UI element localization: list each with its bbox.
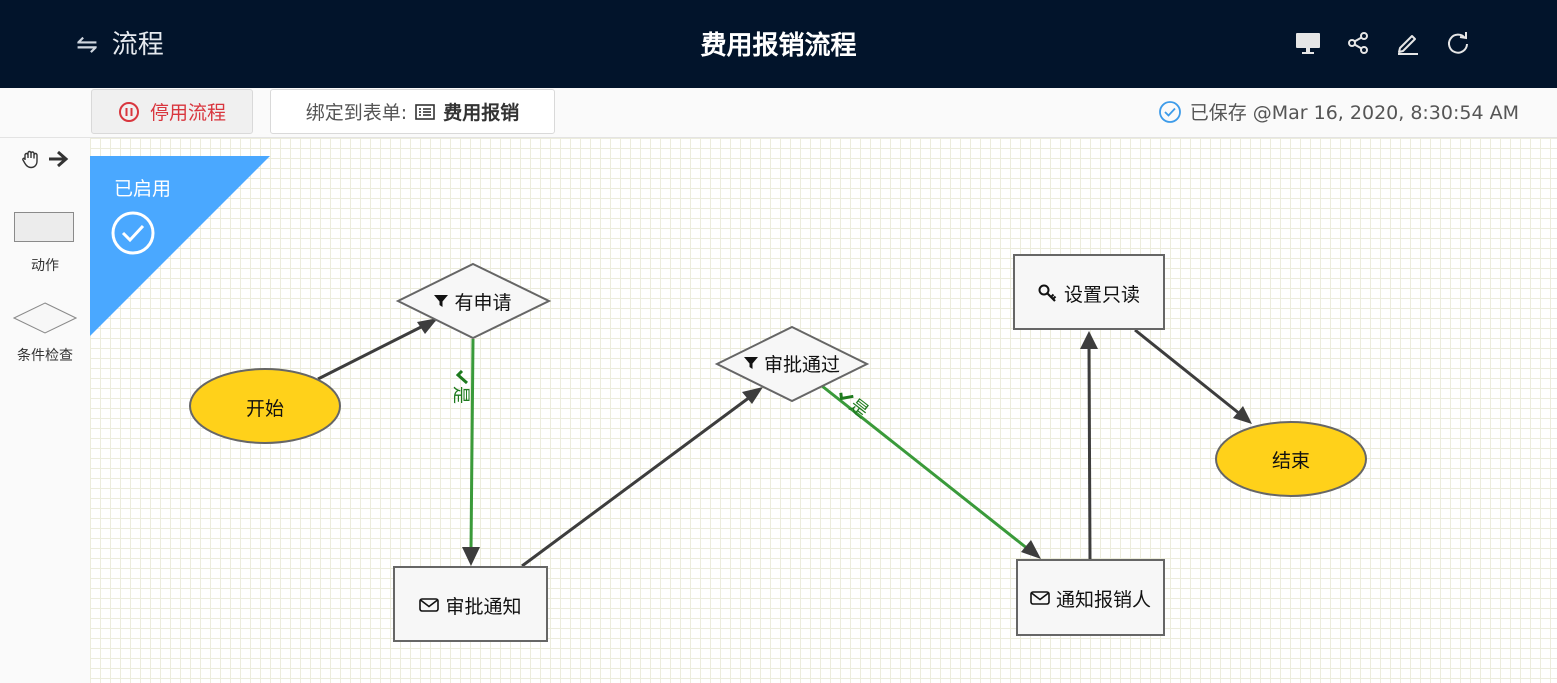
check-icon [839, 392, 854, 401]
node-approval-notice-label: 审批通知 [394, 592, 547, 618]
desktop-icon[interactable] [1295, 30, 1321, 56]
back-arrows-icon: ⇋ [76, 30, 98, 60]
node-has-request[interactable] [395, 262, 552, 340]
node-end[interactable] [1215, 421, 1367, 497]
node-approved-label: 审批通过 [727, 350, 857, 376]
mail-icon [1030, 591, 1050, 605]
approved-text: 审批通过 [763, 353, 840, 376]
edge-approved-to-notify-claimant[interactable] [821, 384, 1029, 551]
edit-icon[interactable] [1395, 30, 1421, 56]
node-approved[interactable] [714, 325, 870, 403]
node-has-request-label: 有申请 [410, 288, 536, 314]
node-start-label: 开始 [215, 394, 315, 420]
approval-notice-text: 审批通知 [445, 595, 522, 618]
condition-shape[interactable] [13, 302, 77, 334]
edge-approval-notice-to-approved[interactable] [521, 395, 751, 568]
back-label: 流程 [111, 30, 164, 60]
save-status-text: 已保存 @Mar 16, 2020, 8:30:54 AM [1189, 102, 1519, 124]
condition-shape-label: 条件检查 [17, 348, 73, 364]
header-actions [1295, 30, 1471, 56]
palette-tools [20, 148, 70, 170]
refresh-icon[interactable] [1445, 30, 1471, 56]
filter-icon [434, 295, 449, 307]
edge-label-yes-1: 是 [449, 370, 475, 404]
mail-icon [419, 598, 440, 612]
node-start[interactable] [189, 368, 341, 444]
check-icon [456, 370, 468, 384]
pause-circle-icon [118, 101, 139, 122]
node-approval-notice[interactable] [393, 566, 548, 642]
share-icon[interactable] [1345, 30, 1371, 56]
edge-label-yes-2: 是 [832, 382, 875, 423]
node-set-readonly-label: 设置只读 [1014, 280, 1164, 306]
node-notify-claimant-label: 通知报销人 [1017, 585, 1164, 611]
form-list-icon [415, 103, 435, 120]
check-circle-icon [1158, 100, 1181, 123]
flow-graph [189, 254, 1367, 642]
bind-form-label: 绑定到表单: [305, 102, 408, 124]
flow-toolbar: 停用流程 绑定到表单: 费用报销 已保存 @Mar 16, 2020, 8:30… [0, 88, 1557, 138]
action-shape-label: 动作 [31, 258, 59, 274]
shape-palette: 动作 条件检查 [0, 138, 90, 683]
edge-notify-claimant-to-set-readonly[interactable] [1087, 347, 1092, 561]
disable-flow-label: 停用流程 [149, 102, 226, 124]
key-icon [1038, 284, 1057, 302]
flow-canvas[interactable]: 已启用 开始 [90, 138, 1557, 683]
node-end-label: 结束 [1241, 446, 1341, 472]
hand-tool-icon[interactable] [20, 148, 42, 170]
bound-form-name: 费用报销 [443, 102, 520, 124]
notify-claimant-text: 通知报销人 [1055, 588, 1151, 611]
bind-form-selector[interactable]: 绑定到表单: 费用报销 [270, 89, 555, 134]
disable-flow-button[interactable]: 停用流程 [91, 89, 253, 134]
app-header: ⇋ 流程 费用报销流程 [0, 0, 1557, 88]
edge-has-request-to-approval-notice[interactable] [469, 338, 475, 551]
has-request-text: 有申请 [454, 291, 512, 314]
yes-label-text: 是 [450, 386, 471, 404]
action-shape[interactable] [14, 212, 74, 242]
filter-icon [743, 357, 758, 369]
set-readonly-text: 设置只读 [1063, 283, 1140, 306]
enabled-status-label: 已启用 [114, 178, 172, 200]
connect-arrow-icon[interactable] [46, 148, 70, 170]
start-text: 开始 [245, 397, 284, 420]
save-status: 已保存 @Mar 16, 2020, 8:30:54 AM [1158, 98, 1519, 125]
enabled-check-icon [111, 211, 155, 255]
end-text: 结束 [1271, 449, 1310, 472]
enabled-ribbon [90, 156, 270, 336]
edge-set-readonly-to-end[interactable] [1134, 328, 1241, 416]
back-button[interactable]: ⇋ 流程 [76, 28, 164, 62]
page-title: 费用报销流程 [700, 31, 857, 61]
edge-start-to-has-request[interactable] [317, 318, 436, 381]
